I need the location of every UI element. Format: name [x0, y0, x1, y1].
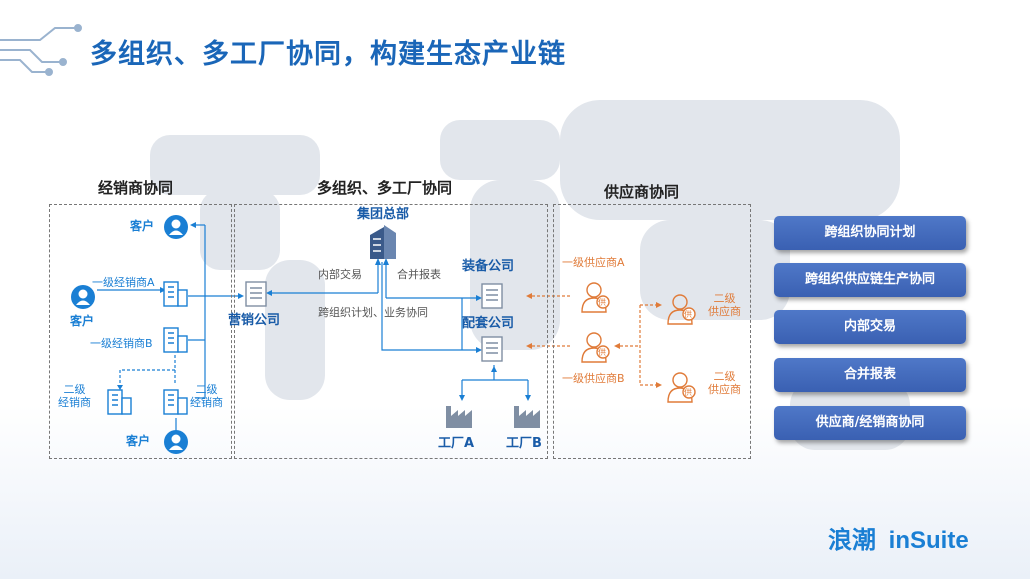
circuit-decoration	[0, 24, 82, 76]
building-icon	[107, 389, 132, 415]
factory-a-label: 工厂A	[438, 436, 475, 451]
second-supplier-bottom-label: 二级 供应商	[708, 370, 741, 396]
supplier-panel	[553, 204, 751, 459]
section-title-multi-org: 多组织、多工厂协同	[317, 179, 453, 197]
brand-logo: 浪潮 inSuite	[828, 520, 969, 555]
logo-en: inSuite	[888, 527, 969, 554]
dealer-a-label: 一级经销商A	[92, 276, 155, 289]
building-icon	[163, 281, 188, 307]
second-supplier-top-label: 二级 供应商	[708, 292, 741, 318]
internal-trade-label: 内部交易	[318, 268, 362, 281]
supplier-dealer-collab-button[interactable]: 供应商/经销商协同	[774, 406, 966, 440]
supplier-person-icon	[581, 332, 610, 363]
multi-org-panel	[234, 204, 548, 459]
customer-icon	[164, 215, 188, 239]
cross-org-plan-button[interactable]: 跨组织协同计划	[774, 216, 966, 250]
page-title: 多组织、多工厂协同，构建生态产业链	[90, 39, 566, 70]
supplier-person-icon	[667, 372, 696, 403]
consolidated-report-label: 合并报表	[397, 268, 441, 281]
cross-org-supply-chain-button[interactable]: 跨组织供应链生产协同	[774, 263, 966, 297]
dealer-b-label: 一级经销商B	[90, 337, 153, 350]
building-icon	[481, 283, 503, 309]
building-icon	[245, 281, 267, 307]
equipment-company-label: 装备公司	[462, 259, 515, 274]
logo-cn: 浪潮	[828, 527, 876, 554]
factory-icon	[514, 406, 540, 428]
customer-label-top: 客户	[130, 219, 155, 233]
supplier-badge: 供	[598, 298, 606, 307]
second-dealer-left-label: 二级 经销商	[58, 383, 91, 409]
building-icon	[481, 336, 503, 362]
supporting-company-label: 配套公司	[462, 316, 515, 331]
consolidated-report-button[interactable]: 合并报表	[774, 358, 966, 392]
section-title-dealer: 经销商协同	[98, 179, 174, 197]
supplier-person-icon	[667, 294, 696, 325]
hq-label: 集团总部	[357, 207, 410, 222]
sales-company-label: 营销公司	[228, 313, 281, 328]
cross-org-label: 跨组织计划、业务协同	[318, 306, 428, 319]
supplier-connectors	[532, 295, 656, 386]
world-map-decoration	[150, 100, 910, 450]
headquarters-icon	[370, 225, 396, 259]
customer-label-bottom: 客户	[126, 434, 151, 448]
supplier-badge: 供	[598, 348, 606, 357]
customer-label-left: 客户	[70, 314, 95, 328]
customer-icon	[71, 285, 95, 309]
dealer-connectors	[97, 224, 238, 432]
center-connectors	[272, 262, 529, 395]
section-title-supplier: 供应商协同	[604, 183, 680, 201]
supplier-badge: 供	[684, 388, 692, 397]
center-arrowheads	[266, 258, 531, 401]
supplier-badge: 供	[684, 310, 692, 319]
factory-b-label: 工厂B	[506, 436, 542, 451]
internal-trade-button[interactable]: 内部交易	[774, 310, 966, 344]
supplier-b-label: 一级供应商B	[562, 372, 625, 385]
customer-icon	[164, 430, 188, 454]
building-icon	[163, 389, 188, 415]
supplier-a-label: 一级供应商A	[562, 256, 625, 269]
supplier-person-icon	[581, 282, 610, 313]
building-icon	[163, 327, 188, 353]
factory-icon	[446, 406, 472, 428]
supplier-arrowheads	[526, 293, 662, 388]
dealer-panel	[49, 204, 232, 459]
second-dealer-right-label: 二级 经销商	[190, 383, 223, 409]
